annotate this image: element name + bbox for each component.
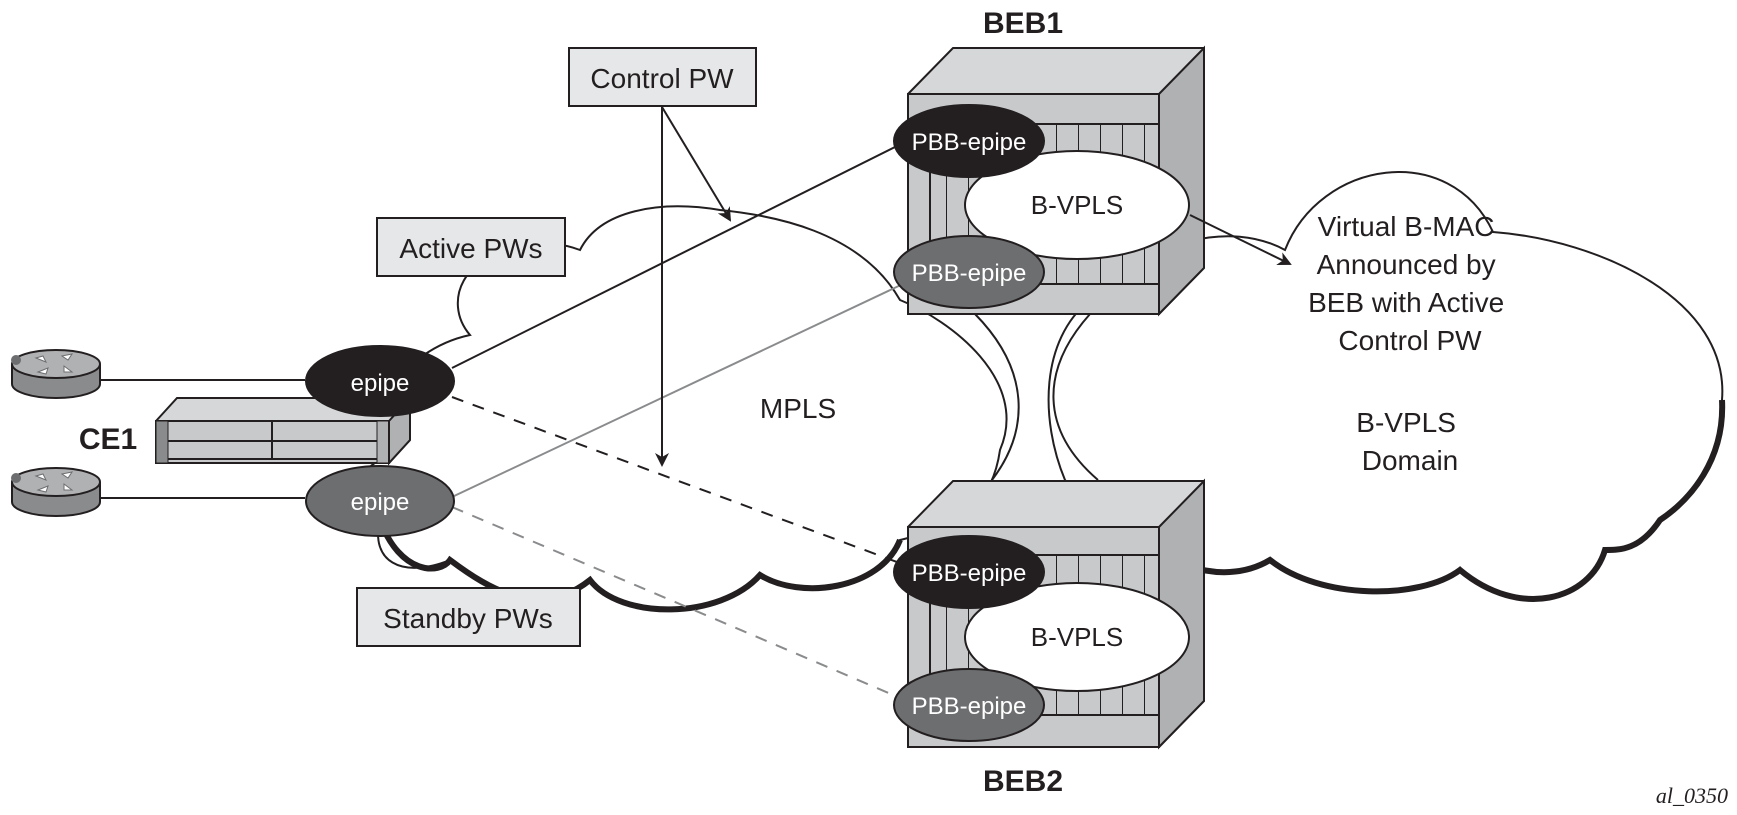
router-bottom [11, 467, 101, 517]
standby-pw-standby-epipe-line [451, 506, 906, 701]
figure-id: al_0350 [1656, 783, 1728, 808]
announce-arrow [1189, 214, 1292, 266]
active-pws-label: Active PWs [399, 233, 542, 264]
ce1-active-epipe-label: epipe [351, 370, 410, 397]
beb2-standby-pbb-epipe: PBB-epipe [893, 668, 1045, 742]
standby-pws-label: Standby PWs [383, 603, 553, 634]
beb1-label: BEB1 [983, 7, 1063, 40]
virtual-bmac-line-1: Virtual B-MAC [1318, 211, 1495, 242]
beb1-standby-pbb-epipe-label: PBB-epipe [912, 260, 1027, 287]
ce1-standby-epipe: epipe [305, 465, 455, 537]
control-pw-label: Control PW [590, 63, 734, 94]
active-pw-line [451, 141, 906, 369]
pseudowires [451, 141, 906, 701]
bvpls-domain-line-2: Domain [1362, 445, 1458, 476]
router-top [11, 349, 101, 399]
inter-beb-link [974, 313, 1099, 481]
bvpls-domain-text: B-VPLS Domain [1356, 407, 1463, 476]
beb2-bvpls: B-VPLS [964, 582, 1190, 692]
mpls-label: MPLS [760, 393, 836, 424]
beb1-standby-pbb-epipe: PBB-epipe [893, 235, 1045, 309]
virtual-bmac-text: Virtual B-MAC Announced by BEB with Acti… [1308, 211, 1512, 356]
beb2-bvpls-label: B-VPLS [1031, 622, 1124, 652]
ce1-standby-epipe-label: epipe [351, 489, 410, 516]
switch-chassis [155, 395, 411, 466]
beb1-bvpls: B-VPLS [964, 150, 1190, 260]
beb2-standby-pbb-epipe-label: PBB-epipe [912, 693, 1027, 720]
standby-pws-callout: Standby PWs [356, 587, 581, 647]
beb1-bvpls-label: B-VPLS [1031, 190, 1124, 220]
ce1-label: CE1 [79, 423, 137, 456]
beb2-label: BEB2 [983, 765, 1063, 798]
beb2-active-pbb-epipe: PBB-epipe [893, 535, 1045, 609]
virtual-bmac-line-4: Control PW [1338, 325, 1482, 356]
router-icon [34, 353, 74, 375]
mpls-cloud: MPLS [356, 205, 1008, 613]
virtual-bmac-line-2: Announced by [1317, 249, 1496, 280]
beb1-active-pbb-epipe-label: PBB-epipe [912, 129, 1027, 156]
ce1-active-epipe: epipe [305, 345, 455, 417]
active-pws-callout: Active PWs [376, 217, 566, 277]
beb1-active-pbb-epipe: PBB-epipe [893, 104, 1045, 178]
active-pw-standby-epipe-line [451, 282, 906, 498]
router-icon [34, 471, 74, 493]
beb2-active-pbb-epipe-label: PBB-epipe [912, 560, 1027, 587]
virtual-bmac-line-3: BEB with Active [1308, 287, 1504, 318]
bvpls-domain-line-1: B-VPLS [1356, 407, 1456, 438]
control-pw-callout: Control PW [568, 47, 757, 467]
bvpls-domain-cloud: Virtual B-MAC Announced by BEB with Acti… [1047, 171, 1726, 602]
standby-pw-line [451, 396, 906, 566]
